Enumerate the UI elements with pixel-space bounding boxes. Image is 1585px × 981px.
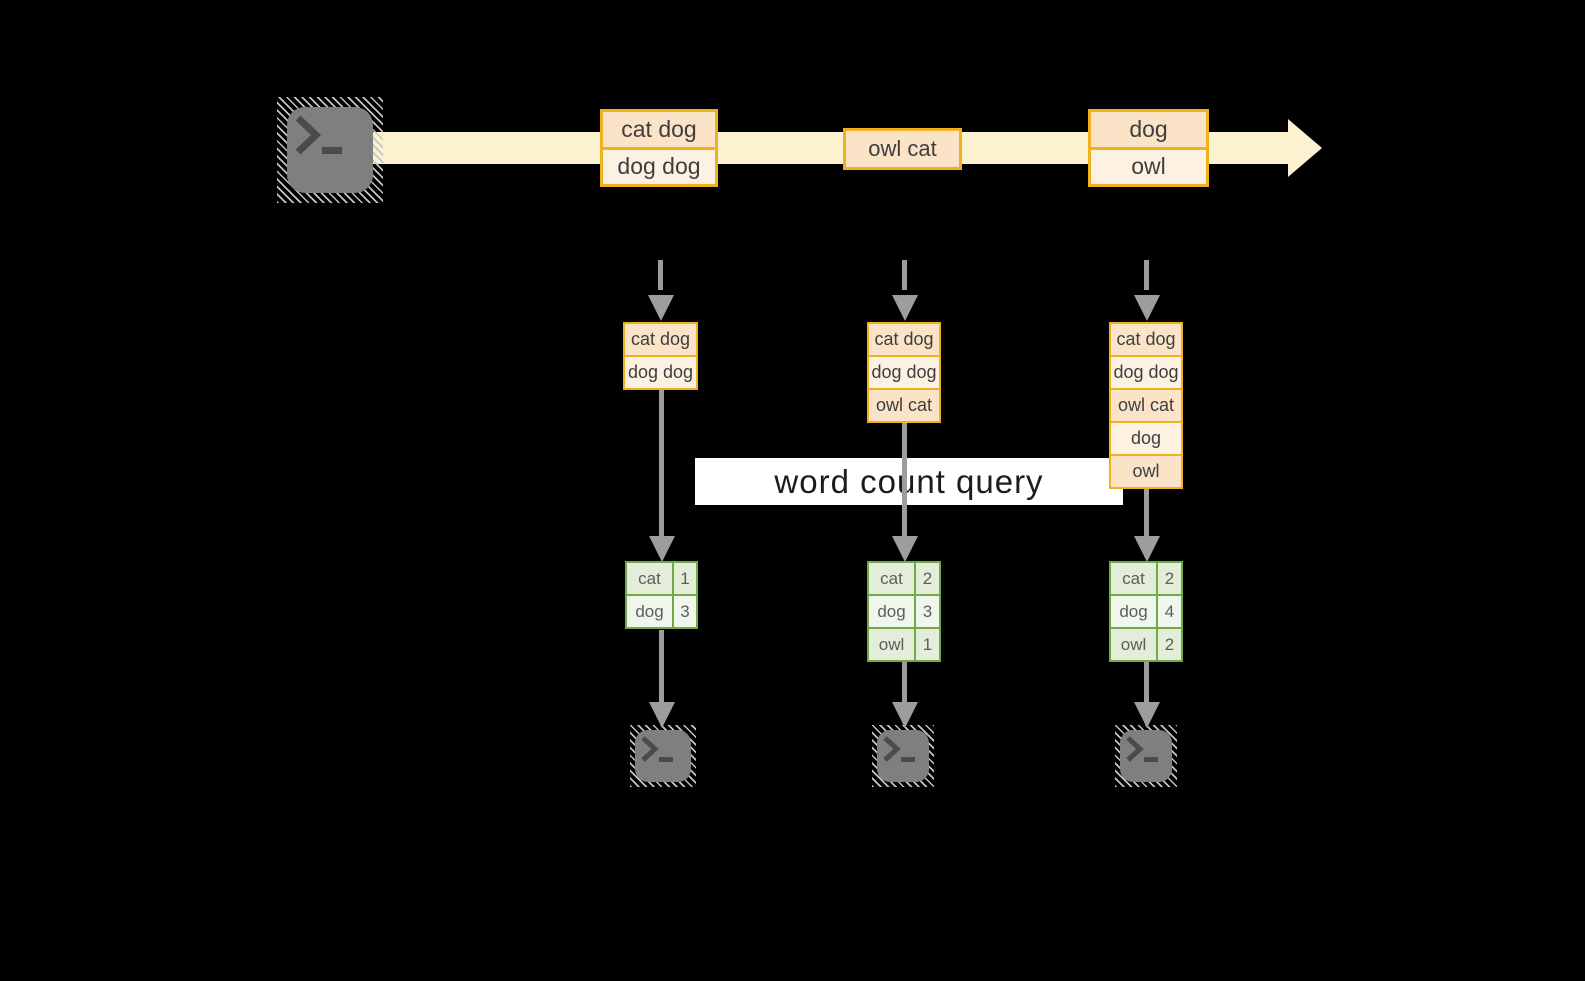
word-count-table-2: cat 2 dog 3 owl 1 [867,561,941,662]
dashed-down-arrow-icon [1144,260,1149,290]
stream-event: cat dog [603,112,715,147]
word-cell: owl [1111,629,1156,660]
table-row: owl 1 [869,627,939,660]
micro-batch-event: cat dog [1111,324,1181,355]
stream-batch-3: dog owl [1088,109,1209,187]
down-arrowhead-icon [1134,536,1160,562]
terminal-prompt-icon [883,736,915,762]
count-cell: 1 [914,629,939,660]
word-cell: dog [1111,596,1156,627]
dashed-down-arrowhead-icon [648,295,674,321]
sink-terminal-icon [872,725,934,787]
word-cell: dog [627,596,672,627]
down-arrow-icon [659,630,664,704]
stream-event: dog [1091,112,1206,147]
count-cell: 3 [672,596,696,627]
dashed-down-arrowhead-icon [892,295,918,321]
micro-batch-event: dog dog [1111,355,1181,388]
micro-batch-1: cat dog dog dog [623,322,698,390]
micro-batch-event: dog [1111,421,1181,454]
stream-event: owl cat [846,131,959,167]
right-arrow-icon [1288,119,1322,177]
micro-batch-event: dog dog [625,355,696,388]
count-cell: 4 [1156,596,1181,627]
stream-batch-1: cat dog dog dog [600,109,718,187]
table-row: dog 3 [627,594,696,627]
word-count-query-label: word count query [695,458,1123,505]
down-arrowhead-icon [649,702,675,728]
down-arrowhead-icon [892,536,918,562]
down-arrow-icon [1144,661,1149,704]
stream-event: owl [1091,146,1206,184]
micro-batch-3: cat dog dog dog owl cat dog owl [1109,322,1183,489]
dashed-down-arrow-icon [902,260,907,290]
down-arrowhead-icon [1134,702,1160,728]
dashed-down-arrow-icon [658,260,663,290]
word-cell: cat [869,563,914,594]
word-count-table-1: cat 1 dog 3 [625,561,698,629]
terminal-prompt-icon [641,736,673,762]
down-arrow-icon [1144,479,1149,538]
table-row: cat 2 [869,563,939,594]
stream-batch-2: owl cat [843,128,962,170]
word-cell: owl [869,629,914,660]
down-arrow-icon [659,388,664,538]
count-cell: 2 [1156,563,1181,594]
word-cell: cat [627,563,672,594]
table-row: cat 1 [627,563,696,594]
count-cell: 1 [672,563,696,594]
micro-batch-event: owl [1111,454,1181,487]
micro-batch-event: owl cat [869,388,939,421]
table-row: dog 4 [1111,594,1181,627]
micro-batch-event: cat dog [625,324,696,355]
source-terminal-icon [277,97,383,203]
table-row: owl 2 [1111,627,1181,660]
count-cell: 3 [914,596,939,627]
down-arrowhead-icon [649,536,675,562]
stream-event: dog dog [603,146,715,184]
table-row: cat 2 [1111,563,1181,594]
sink-terminal-icon [630,725,696,787]
micro-batch-event: owl cat [1111,388,1181,421]
word-count-table-3: cat 2 dog 4 owl 2 [1109,561,1183,662]
word-cell: cat [1111,563,1156,594]
micro-batch-event: cat dog [869,324,939,355]
dashed-down-arrowhead-icon [1134,295,1160,321]
count-cell: 2 [1156,629,1181,660]
sink-terminal-icon [1115,725,1177,787]
count-cell: 2 [914,563,939,594]
terminal-prompt-icon [1126,736,1158,762]
table-row: dog 3 [869,594,939,627]
terminal-prompt-icon [295,115,342,155]
micro-batch-event: dog dog [869,355,939,388]
down-arrow-icon [902,418,907,538]
micro-batch-2: cat dog dog dog owl cat [867,322,941,423]
down-arrow-icon [902,661,907,704]
word-cell: dog [869,596,914,627]
down-arrowhead-icon [892,702,918,728]
